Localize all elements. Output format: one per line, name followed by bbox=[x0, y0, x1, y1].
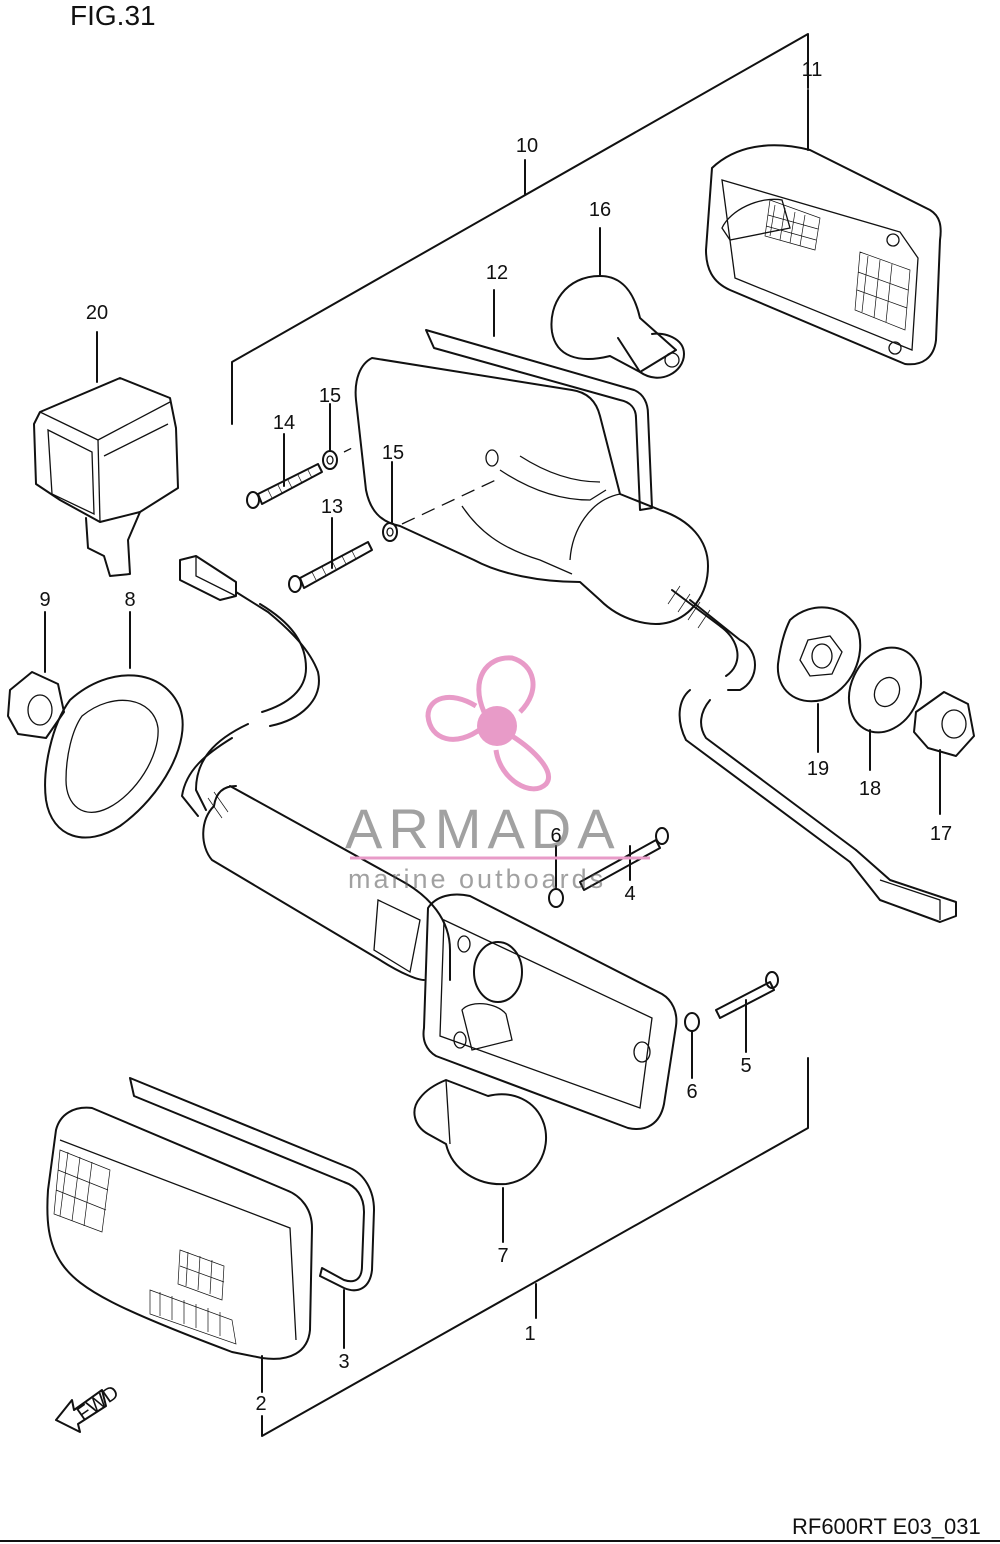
watermark-brand: ARMADA bbox=[345, 797, 621, 860]
part-7-bulb bbox=[413, 1079, 547, 1243]
part-15-washers bbox=[322, 403, 501, 542]
callout-10: 10 bbox=[516, 135, 538, 157]
part-8-grommet bbox=[44, 611, 184, 839]
callout-12: 12 bbox=[486, 262, 508, 284]
lower-wire bbox=[179, 555, 320, 817]
part-20-relay bbox=[33, 331, 179, 577]
part-3-gasket bbox=[129, 1077, 375, 1349]
part-9-nut bbox=[7, 611, 65, 739]
fwd-label: FWD bbox=[73, 1381, 123, 1425]
part-1-housing bbox=[202, 785, 678, 1130]
callout-4: 4 bbox=[624, 883, 635, 905]
callout-2: 2 bbox=[255, 1393, 266, 1415]
part-18-washer bbox=[848, 646, 922, 771]
callout-18: 18 bbox=[859, 778, 881, 800]
callout-1: 1 bbox=[524, 1323, 535, 1345]
part-17-nut bbox=[913, 691, 975, 815]
part-13-screw bbox=[288, 517, 373, 593]
part-5-screw bbox=[715, 971, 779, 1053]
callout-19: 19 bbox=[807, 758, 829, 780]
part-16-bulb bbox=[550, 227, 685, 379]
part-12-gasket bbox=[425, 289, 653, 511]
part-6-washer-lower bbox=[684, 1012, 700, 1079]
callout-labels: 1 2 3 4 5 6 6 7 8 9 10 11 12 13 14 15 15… bbox=[39, 59, 952, 1415]
part-19-grommet bbox=[776, 606, 862, 753]
callout-7: 7 bbox=[497, 1245, 508, 1267]
callout-17: 17 bbox=[930, 823, 952, 845]
part-2-lens bbox=[46, 1106, 313, 1393]
callout-13: 13 bbox=[321, 496, 343, 518]
callout-14: 14 bbox=[273, 412, 295, 434]
callout-3: 3 bbox=[338, 1351, 349, 1373]
callout-6-lower: 6 bbox=[686, 1081, 697, 1103]
upper-wire bbox=[667, 585, 957, 923]
part-4-screw bbox=[579, 827, 669, 891]
callout-15-upper: 15 bbox=[319, 385, 341, 407]
fwd-direction-arrow: FWD bbox=[55, 1381, 123, 1433]
bottom-divider bbox=[0, 1540, 1000, 1542]
propeller-logo-icon bbox=[425, 655, 551, 792]
callout-16: 16 bbox=[589, 199, 611, 221]
callout-5: 5 bbox=[740, 1055, 751, 1077]
part-11-lens bbox=[705, 89, 942, 366]
callout-11: 11 bbox=[802, 59, 823, 81]
drawing-code: RF600RT E03_031 bbox=[792, 1514, 981, 1539]
callout-9: 9 bbox=[39, 589, 50, 611]
figure-title: FIG.31 bbox=[70, 0, 156, 31]
part-14-screw bbox=[246, 433, 323, 509]
callout-20: 20 bbox=[86, 302, 108, 324]
part-6-washer-upper bbox=[548, 845, 564, 908]
bracket-assembly-1 bbox=[261, 1057, 809, 1437]
bracket-assembly-10 bbox=[231, 33, 809, 425]
part-10-housing bbox=[354, 357, 709, 625]
watermark-tagline: marine outboards bbox=[348, 864, 606, 894]
callout-15-lower: 15 bbox=[382, 442, 404, 464]
callout-6-upper: 6 bbox=[550, 825, 561, 847]
callout-8: 8 bbox=[124, 589, 135, 611]
armada-watermark: ARMADA marine outboards bbox=[345, 655, 650, 894]
